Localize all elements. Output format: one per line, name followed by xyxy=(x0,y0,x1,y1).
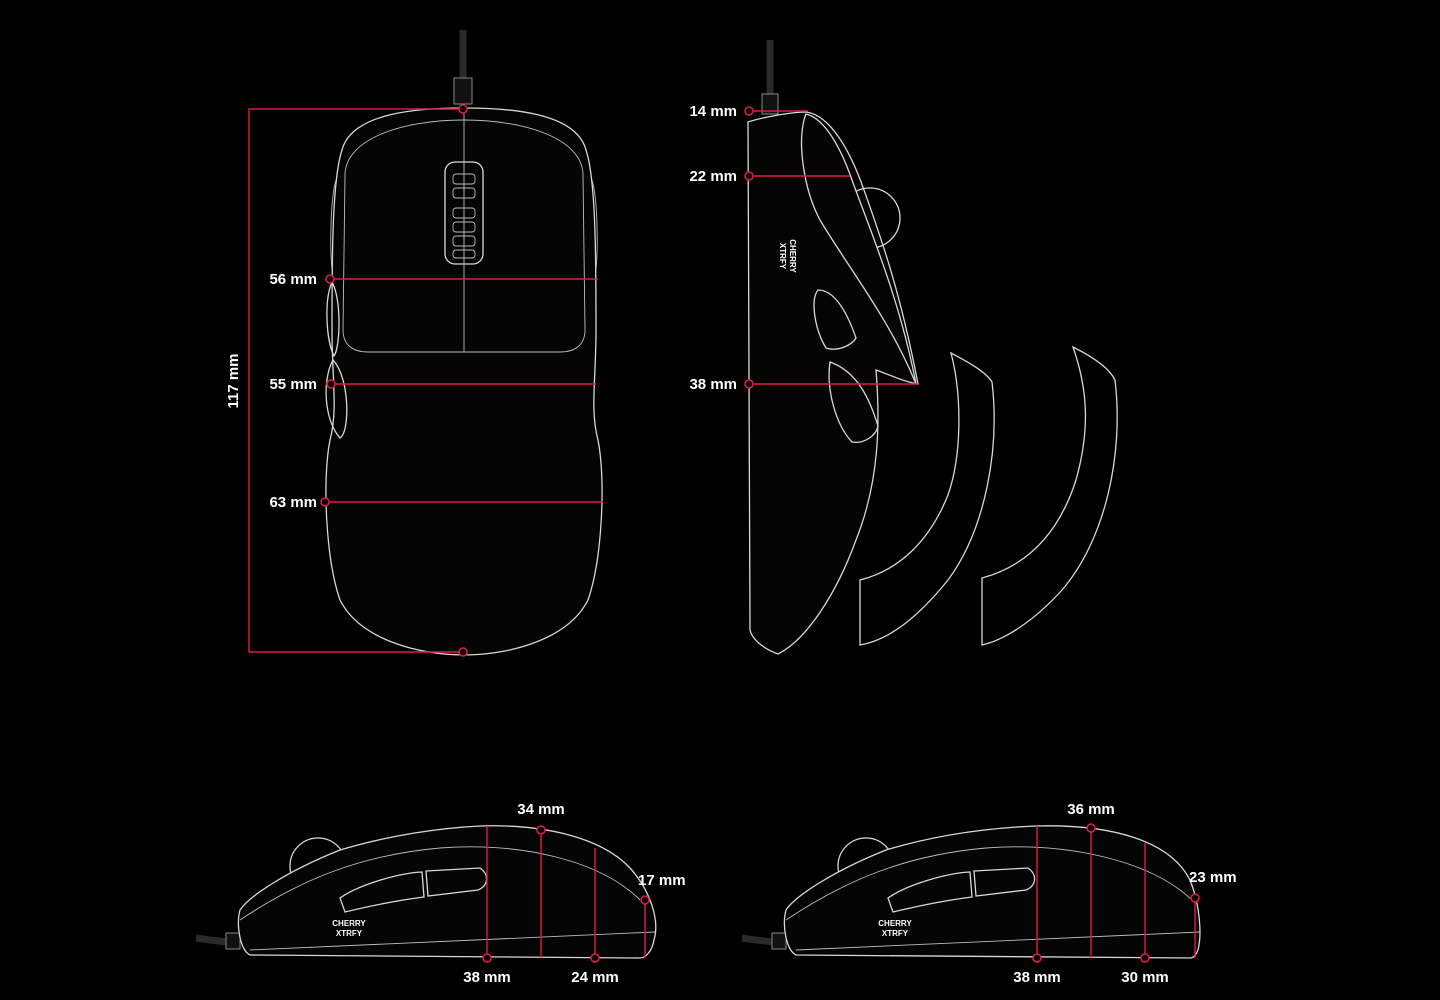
top-view: 117 mm 56 mm 55 mm 63 mm xyxy=(225,30,603,657)
profile-left-point-top xyxy=(536,825,546,835)
height-measure-point-1 xyxy=(744,106,754,116)
profile-left-strain-relief xyxy=(225,932,241,950)
top-view-left-grip xyxy=(330,179,337,271)
profile-left-top-label: 34 mm xyxy=(517,801,565,818)
profile-right-side-button-front xyxy=(973,867,1036,897)
profile-right-point-bottom-1 xyxy=(1032,953,1042,963)
svg-text:CHERRY: CHERRY xyxy=(332,919,366,928)
scroll-wheel-icon xyxy=(452,173,476,259)
width-measure-point-2 xyxy=(326,379,336,389)
profile-right-body-outline xyxy=(783,825,1201,959)
top-view-right-grip xyxy=(591,179,598,271)
profile-left-front-label: 17 mm xyxy=(638,872,686,889)
profile-left-parting-line xyxy=(239,846,641,921)
width-measure-point-3 xyxy=(320,497,330,507)
length-measure-bracket xyxy=(248,108,463,653)
side-view-side-button-back xyxy=(828,361,879,443)
top-view-buttons-outline xyxy=(342,119,586,353)
height-label-1: 14 mm xyxy=(689,103,737,120)
profile-right-point-bottom-2 xyxy=(1140,953,1150,963)
profile-right-point-top xyxy=(1086,823,1096,833)
top-view-cable-strain-relief xyxy=(453,77,473,105)
profile-left-base-line xyxy=(249,931,656,951)
profile-left-side-button-back xyxy=(339,871,425,913)
profile-right-base-line xyxy=(795,931,1201,951)
profile-right-bottom-label-1: 38 mm xyxy=(1013,969,1061,986)
grip-shell-variant-1 xyxy=(859,351,995,646)
profile-left-bottom-label-2: 24 mm xyxy=(571,969,619,986)
svg-text:XTRFY: XTRFY xyxy=(882,929,909,938)
svg-text:CHERRY: CHERRY xyxy=(878,919,912,928)
profile-left-side-button-front xyxy=(425,867,488,897)
width-label-3: 63 mm xyxy=(269,494,317,511)
svg-text:XTRFY: XTRFY xyxy=(336,929,363,938)
profile-right-bottom-label-2: 30 mm xyxy=(1121,969,1169,986)
height-label-3: 38 mm xyxy=(689,376,737,393)
profile-left-point-bottom-2 xyxy=(590,953,600,963)
side-view-logo: CHERRY XTRFY xyxy=(778,239,797,273)
svg-text:XTRFY: XTRFY xyxy=(778,243,787,270)
width-label-1: 56 mm xyxy=(269,271,317,288)
profile-right-front-label: 23 mm xyxy=(1189,869,1237,886)
profile-left: CHERRY XTRFY 34 mm 17 mm 38 mm 24 mm xyxy=(195,801,686,986)
profile-right-side-button-back xyxy=(887,871,973,913)
profile-right-strain-relief xyxy=(771,932,787,950)
height-measure-point-3 xyxy=(744,379,754,389)
profile-left-point-front xyxy=(640,895,650,905)
length-measure-point-bottom xyxy=(458,647,468,657)
top-view-side-button-front xyxy=(326,280,340,358)
height-label-2: 22 mm xyxy=(689,168,737,185)
profile-right-top-label: 36 mm xyxy=(1067,801,1115,818)
height-measure-point-2 xyxy=(744,171,754,181)
svg-text:CHERRY: CHERRY xyxy=(788,239,797,273)
grip-shell-variant-2 xyxy=(981,345,1118,646)
profile-right-point-front xyxy=(1190,893,1200,903)
width-label-2: 55 mm xyxy=(269,376,317,393)
profile-left-logo: CHERRY XTRFY xyxy=(332,919,366,938)
profile-left-bottom-label-1: 38 mm xyxy=(463,969,511,986)
width-measure-point-1 xyxy=(325,274,335,284)
profile-right-parting-line xyxy=(785,846,1193,921)
side-view-side-button-front xyxy=(813,289,857,350)
side-view: CHERRY XTRFY 14 mm 22 mm 38 mm xyxy=(689,40,1118,655)
side-view-cable-strain-relief xyxy=(761,93,779,115)
top-view-scroll-wheel-housing xyxy=(444,161,484,265)
profile-right-logo: CHERRY XTRFY xyxy=(878,919,912,938)
length-label: 117 mm xyxy=(225,353,242,408)
profile-left-body-outline xyxy=(237,825,657,959)
profile-right: CHERRY XTRFY 36 mm 23 mm 38 mm 30 mm xyxy=(741,801,1237,986)
length-measure-point-top xyxy=(458,104,468,114)
profile-left-point-bottom-1 xyxy=(482,953,492,963)
